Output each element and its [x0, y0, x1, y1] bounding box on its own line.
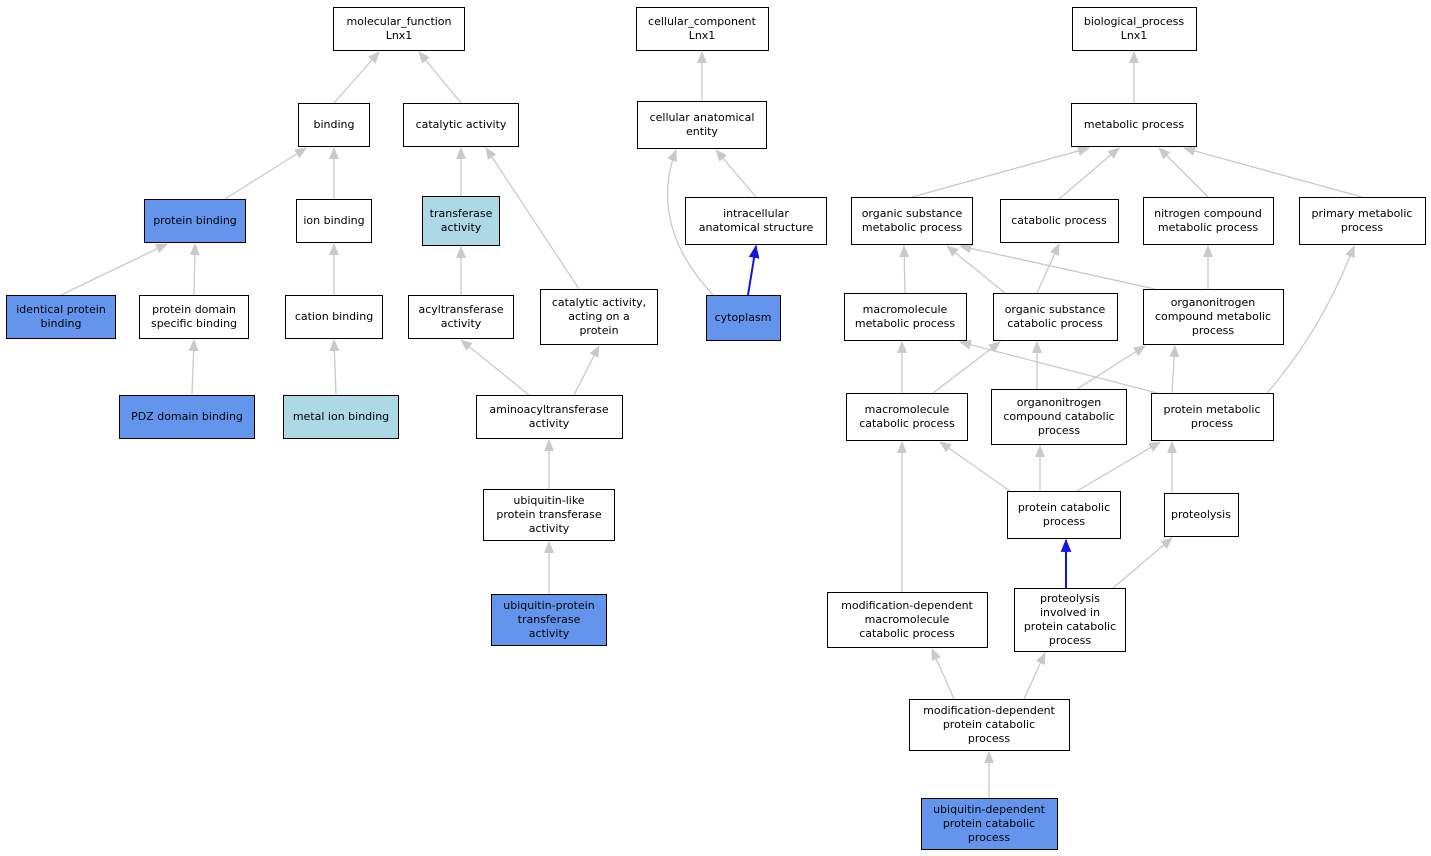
edge-protein-catabolic-process-to-macromolecule-catabolic-process — [939, 441, 1011, 492]
go-term-node-identical-protein-binding[interactable]: identical protein binding — [6, 295, 116, 339]
go-term-node-macromolecule-metabolic-process[interactable]: macromolecule metabolic process — [843, 293, 967, 341]
go-term-node-binding[interactable]: binding — [298, 103, 370, 147]
go-term-node-organonitrogen-compound-catabolic-process[interactable]: organonitrogen compound catabolic proces… — [991, 389, 1127, 445]
edge-organonitrogen-compound-catabolic-process-to-organonitrogen-compound-metabolic-process — [1076, 345, 1146, 390]
edge-proteolysis-involved-in-protein-catabolic-process-to-proteolysis — [1112, 537, 1173, 589]
edge-protein-metabolic-process-to-primary-metabolic-process — [1266, 245, 1355, 394]
edge-cytoplasm-to-cellular-anatomical-entity — [666, 149, 714, 296]
go-term-node-nitrogen-compound-metabolic-process[interactable]: nitrogen compound metabolic process — [1142, 197, 1274, 245]
edge-pdz-domain-binding-to-protein-domain-specific-binding — [188, 339, 199, 396]
go-term-node-macromolecule-catabolic-process[interactable]: macromolecule catabolic process — [846, 393, 968, 441]
edge-binding-to-molecular-function-root — [333, 51, 380, 104]
edge-metal-ion-binding-to-cation-binding — [329, 339, 340, 396]
go-term-node-intracellular-anatomical-structure[interactable]: intracellular anatomical structure — [685, 197, 827, 245]
go-term-node-proteolysis-involved-in-protein-catabolic-process[interactable]: proteolysis involved in protein cataboli… — [1014, 588, 1126, 652]
edge-primary-metabolic-process-to-metabolic-process — [1183, 146, 1363, 198]
go-term-node-cytoplasm[interactable]: cytoplasm — [705, 295, 781, 341]
go-term-node-aminoacyltransferase-activity[interactable]: aminoacyltransferase activity — [475, 395, 623, 439]
go-term-node-ubiquitin-dependent-protein-catabolic-process[interactable]: ubiquitin-dependent protein catabolic pr… — [920, 798, 1058, 850]
go-term-node-protein-binding[interactable]: protein binding — [144, 199, 246, 243]
go-term-node-ubiquitin-protein-transferase-activity[interactable]: ubiquitin-protein transferase activity — [491, 594, 607, 646]
go-term-node-pdz-domain-binding[interactable]: PDZ domain binding — [119, 395, 255, 439]
go-term-node-protein-catabolic-process[interactable]: protein catabolic process — [1007, 491, 1121, 539]
edge-aminoacyltransferase-activity-to-acyltransferase-activity — [460, 339, 530, 396]
go-term-node-transferase-activity[interactable]: transferase activity — [422, 196, 500, 246]
edge-protein-metabolic-process-to-macromolecule-metabolic-process — [959, 339, 1158, 394]
go-term-node-protein-metabolic-process[interactable]: protein metabolic process — [1150, 393, 1274, 441]
edge-organic-substance-metabolic-process-to-metabolic-process — [911, 146, 1090, 198]
edge-organic-substance-catabolic-process-to-organic-substance-metabolic-process — [946, 245, 1006, 294]
go-term-node-ubiquitin-like-protein-transferase-activity[interactable]: ubiquitin-like protein transferase activ… — [483, 489, 615, 541]
edge-protein-metabolic-process-to-organonitrogen-compound-metabolic-process — [1169, 345, 1180, 394]
go-term-node-modification-dependent-protein-catabolic-process[interactable]: modification-dependent protein catabolic… — [908, 699, 1070, 751]
go-term-node-molecular-function-root[interactable]: molecular_function Lnx1 — [333, 7, 465, 51]
go-term-node-primary-metabolic-process[interactable]: primary metabolic process — [1298, 197, 1426, 245]
edge-cytoplasm-to-intracellular-anatomical-structure — [747, 244, 760, 296]
go-term-node-organic-substance-metabolic-process[interactable]: organic substance metabolic process — [851, 197, 973, 245]
edge-organonitrogen-compound-metabolic-process-to-organic-substance-metabolic-process — [959, 243, 1156, 290]
go-term-node-organic-substance-catabolic-process[interactable]: organic substance catabolic process — [992, 293, 1118, 341]
edge-macromolecule-catabolic-process-to-organic-substance-catabolic-process — [932, 341, 1001, 394]
go-term-node-cellular-anatomical-entity[interactable]: cellular anatomical entity — [637, 101, 767, 149]
go-term-node-organonitrogen-compound-metabolic-process[interactable]: organonitrogen compound metabolic proces… — [1142, 289, 1284, 345]
edge-catabolic-process-to-metabolic-process — [1058, 147, 1120, 200]
go-term-node-protein-domain-specific-binding[interactable]: protein domain specific binding — [139, 295, 249, 339]
edge-catalytic-activity-protein-to-catalytic-activity — [485, 147, 580, 290]
edge-organic-substance-catabolic-process-to-catabolic-process — [1036, 243, 1060, 294]
edge-protein-catabolic-process-to-protein-metabolic-process — [1076, 441, 1161, 492]
go-term-node-acyltransferase-activity[interactable]: acyltransferase activity — [408, 295, 514, 339]
edge-protein-binding-to-binding — [224, 147, 307, 200]
go-term-node-ion-binding[interactable]: ion binding — [296, 199, 372, 243]
edge-catalytic-activity-to-molecular-function-root — [418, 51, 462, 104]
edge-aminoacyltransferase-activity-to-catalytic-activity-protein — [573, 345, 600, 396]
go-term-node-catabolic-process[interactable]: catabolic process — [999, 199, 1119, 243]
edge-protein-domain-specific-binding-to-protein-binding — [189, 243, 200, 296]
go-term-node-biological-process-root[interactable]: biological_process Lnx1 — [1071, 7, 1197, 51]
edge-identical-protein-binding-to-protein-binding — [60, 243, 168, 296]
edge-macromolecule-metabolic-process-to-organic-substance-metabolic-process — [899, 245, 910, 294]
go-term-node-metabolic-process[interactable]: metabolic process — [1071, 103, 1197, 147]
go-term-node-modification-dependent-macromolecule-catabolic-process[interactable]: modification-dependent macromolecule cat… — [826, 592, 988, 648]
go-term-node-catalytic-activity-protein[interactable]: catalytic activity, acting on a protein — [540, 289, 658, 345]
go-term-node-cellular-component-root[interactable]: cellular_component Lnx1 — [635, 7, 769, 51]
go-term-node-proteolysis[interactable]: proteolysis — [1163, 493, 1239, 537]
edge-nitrogen-compound-metabolic-process-to-metabolic-process — [1158, 147, 1209, 198]
edge-modification-dependent-protein-catabolic-process-to-proteolysis-involved-in-protein-catabolic-process — [1023, 652, 1046, 700]
edge-intracellular-anatomical-structure-to-cellular-anatomical-entity — [715, 149, 757, 198]
go-term-node-cation-binding[interactable]: cation binding — [285, 295, 383, 339]
edge-modification-dependent-protein-catabolic-process-to-modification-dependent-macromolecule-catabolic-process — [931, 648, 955, 700]
go-term-node-catalytic-activity[interactable]: catalytic activity — [403, 103, 519, 147]
go-term-node-metal-ion-binding[interactable]: metal ion binding — [283, 395, 399, 439]
